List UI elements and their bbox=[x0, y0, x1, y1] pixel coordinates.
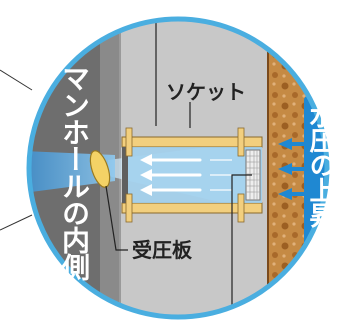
water-pressure-arrows bbox=[278, 138, 306, 200]
pointer-line-bottom bbox=[0, 214, 33, 231]
magnifier-ring bbox=[26, 16, 330, 320]
water-pressure-rise-label: 水圧の上昇 bbox=[305, 102, 335, 227]
water-jet bbox=[29, 150, 115, 196]
flow-arrows bbox=[140, 154, 202, 196]
manhole-inner-side-label: マンホールの内側 bbox=[58, 64, 91, 280]
pointer-line-top bbox=[0, 69, 33, 91]
water-pressure-label-box bbox=[304, 96, 327, 248]
pressure-plate-leader-line bbox=[105, 185, 128, 251]
socket-label: ソケット bbox=[166, 80, 246, 104]
filter-leader-line bbox=[231, 174, 252, 317]
pressure-plate-label: 受圧板 bbox=[132, 238, 192, 262]
